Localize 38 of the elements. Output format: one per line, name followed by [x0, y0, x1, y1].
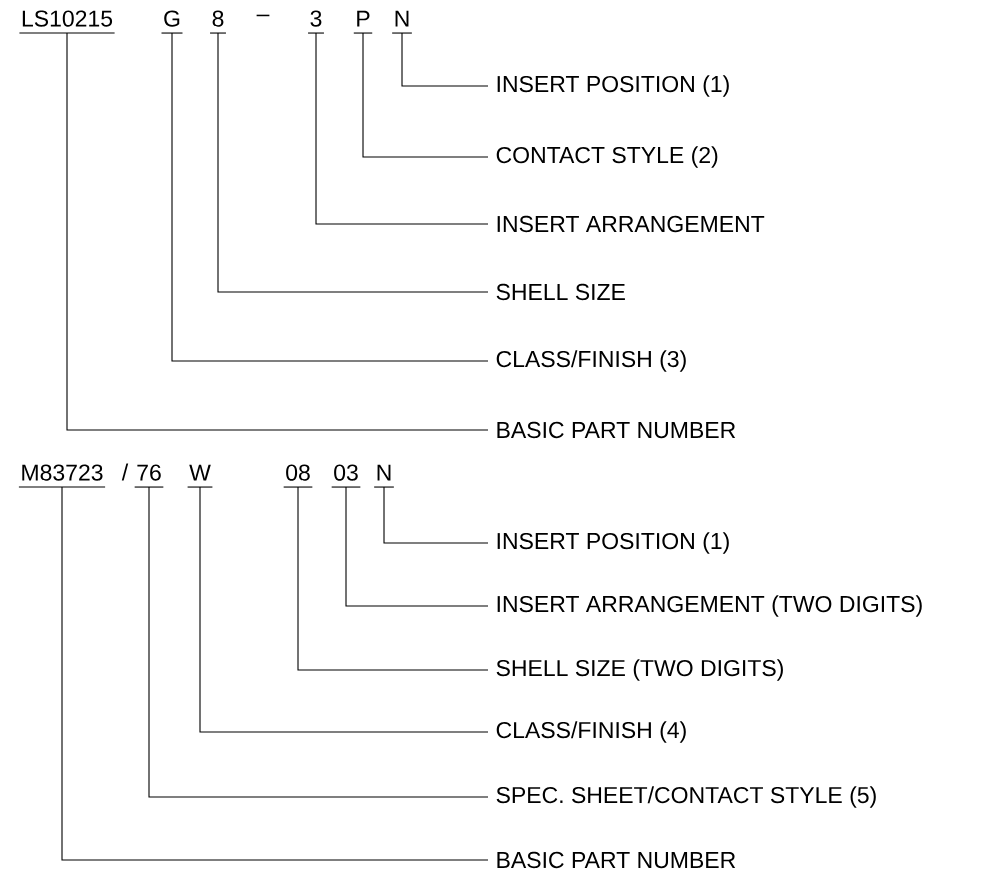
leader-line	[362, 32, 489, 158]
description-text: BASIC PART NUMBER	[497, 851, 736, 869]
code-segment: N	[373, 464, 395, 488]
leader-line	[217, 32, 489, 293]
description-text: SPEC. SHEET/CONTACT STYLE (5)	[496, 786, 876, 808]
description-text: CONTACT STYLE (2)	[496, 146, 718, 168]
code-segment: 08	[283, 464, 313, 488]
leader-line	[297, 486, 489, 671]
leader-line	[345, 486, 489, 607]
leader-line	[401, 32, 489, 87]
description-text: CLASS/FINISH (3)	[496, 350, 686, 372]
code-segment: LS10215	[18, 10, 116, 34]
code-segment: P	[353, 10, 373, 34]
code-segment: W	[187, 464, 213, 488]
separator-text: /	[121, 463, 129, 481]
description-text: BASIC PART NUMBER	[497, 421, 736, 439]
description-text: CLASS/FINISH (4)	[496, 721, 686, 743]
description-text: INSERT POSITION (1)	[497, 75, 729, 97]
code-segment: 76	[134, 464, 164, 488]
leader-line	[383, 486, 489, 544]
leader-line	[199, 486, 489, 733]
code-segment: N	[391, 10, 413, 34]
leader-line	[171, 32, 489, 362]
code-segment: G	[160, 10, 184, 34]
code-segment: M83723	[18, 464, 106, 488]
leader-line	[66, 32, 489, 431]
leader-line	[61, 486, 489, 861]
description-text: SHELL SIZE	[496, 283, 625, 301]
code-segment: 3	[307, 10, 325, 34]
code-segment: 03	[331, 464, 361, 488]
separator-text: –	[256, 14, 270, 17]
description-text: INSERT POSITION (1)	[497, 532, 729, 554]
leader-line	[315, 32, 489, 225]
code-segment: 8	[209, 10, 227, 34]
description-text: SHELL SIZE (TWO DIGITS)	[496, 659, 783, 681]
description-text: INSERT ARRANGEMENT (TWO DIGITS)	[497, 595, 922, 617]
leader-line	[148, 486, 489, 798]
description-text: INSERT ARRANGEMENT	[497, 215, 765, 233]
